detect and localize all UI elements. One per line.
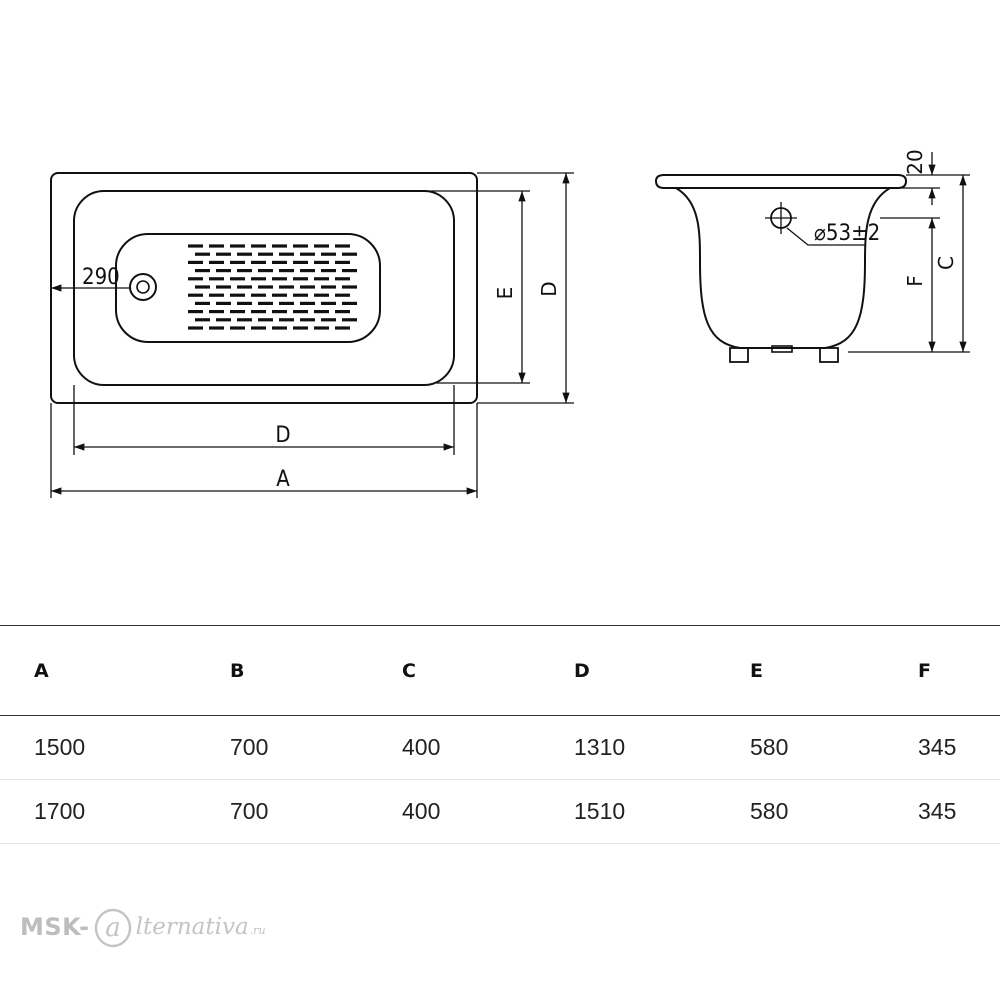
dimension-d-label: D (275, 423, 290, 448)
column-header-b: B (230, 659, 245, 682)
column-header-f: F (918, 659, 931, 682)
overflow-icon (765, 202, 797, 234)
rim-label: 20 (903, 149, 927, 174)
top-view-dimensions (50, 172, 574, 498)
tub-foot-left (729, 347, 749, 363)
table-cell: 345 (918, 798, 957, 824)
tub-foot-right (819, 347, 839, 363)
logo-tld: .ru (249, 923, 266, 937)
bathtub-technical-drawing: 290 A D E D ⌀53±2 20 F C (50, 149, 970, 498)
column-header-d: D (574, 659, 590, 682)
column-header-a: A (34, 659, 49, 682)
dimension-f-label: F (903, 275, 927, 287)
overflow-diameter-label: ⌀53±2 (814, 221, 880, 246)
dimensions-table: A B C D E F 1500 700 400 1310 580 345 17… (0, 625, 1000, 844)
table-row: 1500 700 400 1310 580 345 (0, 716, 1000, 780)
logo-text-right: lternativa (135, 914, 249, 940)
dimension-a-label: A (276, 467, 290, 492)
table-header-row: A B C D E F (0, 625, 1000, 716)
overflow-leader (786, 227, 866, 246)
drain-offset-label: 290 (82, 265, 120, 290)
drain-icon (129, 273, 157, 301)
table-cell: 580 (750, 798, 789, 824)
table-cell: 345 (918, 734, 957, 760)
table-cell: 700 (230, 798, 269, 824)
side-view-dimensions (786, 152, 970, 353)
dimension-width-label: D (537, 281, 561, 296)
table-cell: 400 (402, 798, 441, 824)
side-view (654, 174, 908, 363)
logo-mark-letter: a (105, 913, 121, 943)
table-cell: 400 (402, 734, 441, 760)
table-cell: 1510 (574, 798, 626, 824)
table-cell: 1500 (34, 734, 86, 760)
column-header-e: E (750, 659, 763, 682)
table-cell: 1310 (574, 734, 626, 760)
table-cell: 700 (230, 734, 269, 760)
logo-text-left: MSK- (20, 913, 90, 941)
drain-pipe (771, 345, 793, 353)
tub-side-body (675, 187, 891, 349)
brand-logo: MSK- a lternativa .ru (20, 905, 266, 949)
tub-side-rim (654, 174, 908, 189)
logo-at-mark-icon: a (94, 908, 131, 948)
anti-slip-pattern (188, 244, 357, 330)
table-cell: 1700 (34, 798, 86, 824)
dimension-e-label: E (493, 287, 517, 300)
column-header-c: C (402, 659, 416, 682)
table-row: 1700 700 400 1510 580 345 (0, 780, 1000, 844)
dimension-c-label: C (934, 256, 958, 270)
table-cell: 580 (750, 734, 789, 760)
